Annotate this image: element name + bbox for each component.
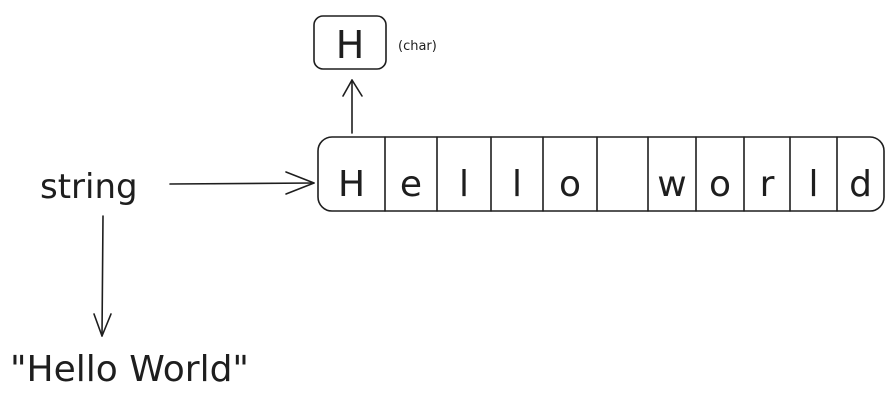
char-array-outline [317, 136, 885, 212]
array-cell: o [542, 136, 581, 212]
array-cell: l [789, 136, 819, 212]
array-cell: H [338, 164, 365, 205]
array-cell-char: r [760, 164, 775, 205]
array-cell-char: H [338, 164, 365, 205]
char-box-outline [313, 15, 387, 70]
array-cell-char: o [709, 164, 731, 205]
array-cell: d [836, 136, 872, 212]
array-cell-char: l [459, 164, 469, 205]
array-cell: l [436, 136, 469, 212]
array-cell: r [743, 136, 775, 212]
char-box: H [313, 15, 387, 70]
variable-value: "Hello World" [10, 349, 249, 390]
array-cell: l [490, 136, 522, 212]
arrow-to-char [342, 79, 363, 134]
variable-name: string [40, 167, 138, 207]
char-type-label: (char) [398, 39, 437, 54]
array-cell: o [695, 136, 731, 212]
array-cell: w [647, 136, 687, 212]
array-cell-char: o [559, 164, 581, 205]
char-box-value: H [336, 23, 365, 67]
array-cell-char: w [657, 164, 686, 205]
arrow-to-value [93, 215, 112, 337]
arrow-to-array [169, 171, 315, 195]
array-cell: e [384, 136, 422, 212]
array-cell-char: l [512, 164, 522, 205]
array-cell-char: l [808, 164, 818, 205]
array-cell-char: d [849, 164, 872, 205]
array-cell-char: e [400, 164, 422, 205]
